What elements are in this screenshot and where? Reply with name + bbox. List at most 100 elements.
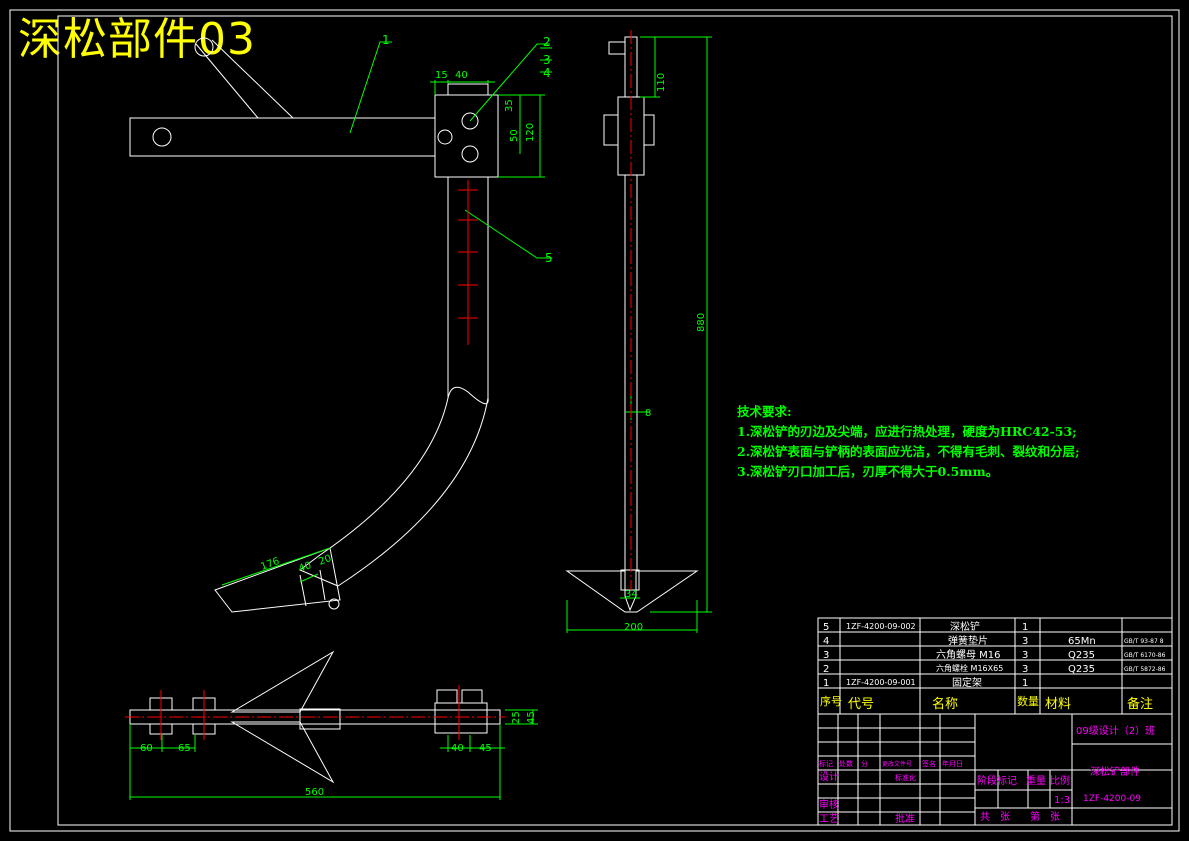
side-nuts [643, 114, 655, 146]
dim-880: 880 [696, 313, 707, 332]
dim-120: 120 [525, 123, 536, 142]
side-view [565, 30, 712, 633]
title-sheets: 共 张 第 张 [980, 810, 1060, 823]
shank-inner [447, 386, 489, 405]
mount-beam [129, 117, 436, 157]
share-bolts [299, 569, 326, 607]
title-approve: 批准 [895, 812, 915, 825]
side-share [565, 570, 699, 613]
dim-8: 8 [645, 408, 651, 419]
part-name: 深松铲 [950, 620, 980, 633]
top-dim-right [505, 709, 538, 725]
title-rev-count: 处数 [839, 759, 853, 768]
part-no: 2 [823, 664, 829, 675]
side-bolt-heads [603, 114, 619, 146]
title-rev-mark: 标记 [819, 759, 833, 768]
share-blade [214, 547, 341, 613]
top-clamp-bolt-2 [461, 689, 483, 704]
dim-lines-share [221, 547, 331, 586]
title-weight-label: 重量 [1026, 774, 1046, 787]
dim-45a: 45 [479, 743, 492, 754]
leader-1 [349, 41, 392, 134]
top-clamp-bolt-1 [436, 689, 458, 704]
parts-header-name: 名称 [932, 696, 958, 712]
part-no: 3 [823, 650, 829, 661]
clamp-top [447, 83, 489, 96]
top-bolt-hole [194, 37, 214, 57]
parts-row: 4 弹簧垫片 3 65Mn GB/T 93-87 8 [823, 634, 1164, 647]
notes-heading: 技术要求: [737, 404, 792, 419]
part-code: 1ZF-4200-09-001 [846, 678, 916, 687]
title-drawing-name: 深松铲部件 [1090, 765, 1140, 778]
dim-40c: 40 [451, 743, 464, 754]
part-no: 1 [823, 678, 829, 689]
title-stage-label: 阶段标记 [977, 774, 1017, 787]
dim-200: 200 [624, 622, 643, 633]
dim-25: 25 [511, 711, 522, 724]
dim-110: 110 [656, 73, 667, 92]
part-qty: 3 [1022, 664, 1028, 675]
top-dim-60-65 [130, 735, 196, 752]
dim-35: 35 [504, 99, 515, 112]
parts-header-material: 材料 [1045, 697, 1071, 712]
parts-row: 3 六角螺母 M16 3 Q235 GB/T 6170-86 [823, 649, 1166, 661]
part-qty: 3 [1022, 636, 1028, 647]
front-view [129, 37, 552, 613]
side-top-bolt [608, 41, 626, 55]
leader-label-3: 3 [543, 53, 551, 67]
part-name: 六角螺母 M16 [936, 649, 1001, 661]
title-rev-date: 年月日 [942, 759, 963, 768]
part-qty: 1 [1022, 622, 1028, 633]
part-qty: 3 [1022, 650, 1028, 661]
leader-label-5: 5 [545, 251, 553, 265]
shank-outline [299, 177, 489, 587]
title-rev-zone: 分 [861, 759, 868, 768]
inner-frame [57, 15, 1173, 826]
parts-row: 1 1ZF-4200-09-001 固定架 1 [823, 676, 1028, 689]
part-no: 4 [823, 636, 829, 647]
clamp-block [434, 94, 499, 178]
dim-15: 15 [435, 70, 448, 81]
part-material: Q235 [1068, 664, 1095, 675]
leader-5 [464, 209, 552, 259]
dim-lines-top [430, 80, 495, 95]
top-dim-40-45 [440, 735, 505, 752]
title-process: 工艺 [819, 813, 839, 825]
title-standard: 标准化 [895, 773, 916, 782]
parts-row-lines [818, 631, 1172, 689]
side-dim-880 [650, 36, 712, 613]
parts-row: 2 六角螺栓 M16X65 3 Q235 GB/T 5872-86 [823, 663, 1166, 675]
top-clamp [434, 702, 488, 734]
part-name: 六角螺栓 M16X65 [936, 663, 1003, 673]
side-shank [624, 175, 638, 570]
title-block-text: 09级设计（2）班 深松铲部件 1ZF-4200-09 1:3 阶段标记 重量 … [819, 724, 1155, 825]
outer-frame [9, 9, 1180, 832]
title-right-lines [975, 714, 1172, 825]
side-view-text: 110 880 8 34 200 [624, 73, 707, 633]
parts-col-lines [839, 618, 1123, 714]
title-scale: 1:3 [1054, 795, 1070, 806]
clamp-bolt-b [461, 112, 479, 130]
title-design: 设计 [819, 770, 839, 783]
part-name: 弹簧垫片 [948, 634, 988, 647]
dim-60: 60 [140, 743, 153, 754]
clamp-bolt-c [461, 145, 479, 163]
notes-line: 1.深松铲的刃边及尖端，应进行热处理，硬度为HRC42-53; [737, 424, 1077, 439]
top-share-hub [299, 708, 341, 730]
title-review: 审核 [819, 798, 839, 811]
part-qty: 1 [1022, 678, 1028, 689]
front-view-text: 1 2 3 4 5 15 40 35 50 120 176 40 20 [259, 33, 552, 575]
title-rev-sign: 签名 [922, 759, 936, 768]
dim-45b: 45 [526, 711, 537, 724]
notes-line: 2.深松铲表面与铲柄的表面应光洁，不得有毛刺、裂纹和分层; [737, 444, 1080, 459]
side-share-hub [620, 569, 640, 591]
top-view [125, 650, 538, 800]
side-dim-200 [566, 600, 698, 633]
dim-34: 34 [625, 589, 638, 600]
part-no: 5 [823, 622, 829, 633]
dim-20: 20 [317, 553, 333, 568]
parts-header-note: 备注 [1127, 696, 1153, 712]
title-rev-file: 更改文件号 [882, 760, 912, 768]
parts-header-code: 代号 [848, 697, 874, 712]
